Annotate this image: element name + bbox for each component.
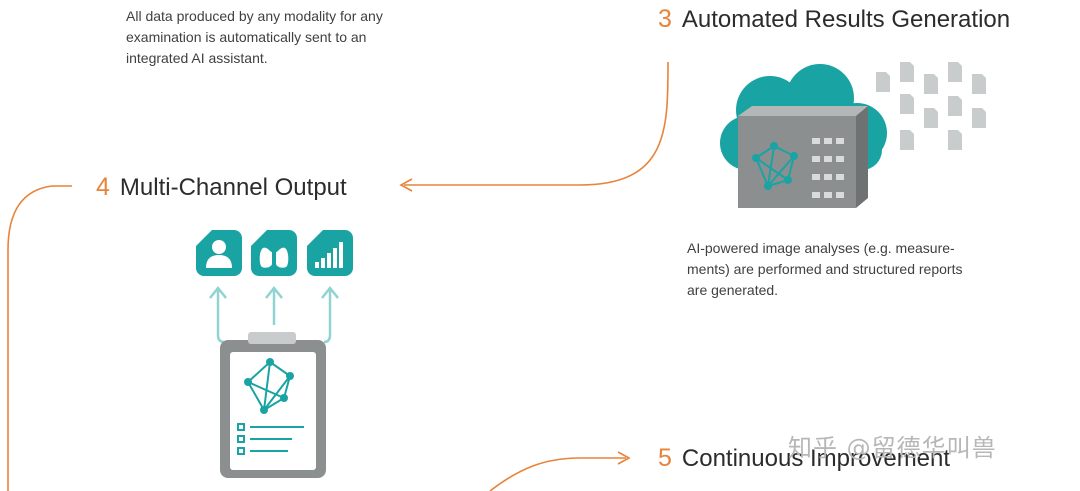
lungs-report-icon	[251, 230, 297, 276]
watermark: 知乎 @留德华叫兽	[788, 434, 997, 462]
step3-description: AI-powered image analyses (e.g. measure-…	[687, 238, 1047, 301]
step3-heading: 3 Automated Results Generation	[658, 5, 1010, 34]
step3-number: 3	[658, 5, 672, 33]
step5-number: 5	[658, 444, 672, 472]
step5-title: Continuous Improvement	[681, 445, 951, 472]
step3-line-1: AI-powered image analyses (e.g. measure-	[687, 240, 955, 256]
document-grid-icon	[876, 62, 986, 150]
user-report-icon	[196, 230, 242, 276]
step1-description: All data produced by any modality for an…	[126, 6, 456, 69]
step4-number: 4	[96, 173, 110, 201]
chart-report-icon	[307, 230, 353, 276]
step1-line-1: All data produced by any modality for an…	[126, 8, 383, 24]
step1-line-3: integrated AI assistant.	[126, 50, 268, 66]
step1-line-2: examination is automatically sent to an	[126, 29, 367, 45]
step4-heading: 4 Multi-Channel Output	[96, 173, 347, 202]
clipboard-network-icon	[220, 332, 326, 478]
connector-arrowhead-4	[399, 178, 413, 192]
connector-to-5	[489, 457, 626, 491]
connector-4-left	[7, 185, 72, 491]
connector-arrowhead-5	[617, 451, 631, 465]
output-arrows	[209, 285, 339, 344]
step5-heading: 5 Continuous Improvement	[658, 444, 950, 473]
step3-title: Automated Results Generation	[681, 6, 1011, 33]
connector-3-to-4	[404, 61, 669, 186]
step3-line-2: ments) are performed and structured repo…	[687, 261, 963, 277]
step3-line-3: are generated.	[687, 282, 779, 298]
cloud-server-icon	[720, 64, 887, 208]
step4-title: Multi-Channel Output	[119, 174, 347, 201]
